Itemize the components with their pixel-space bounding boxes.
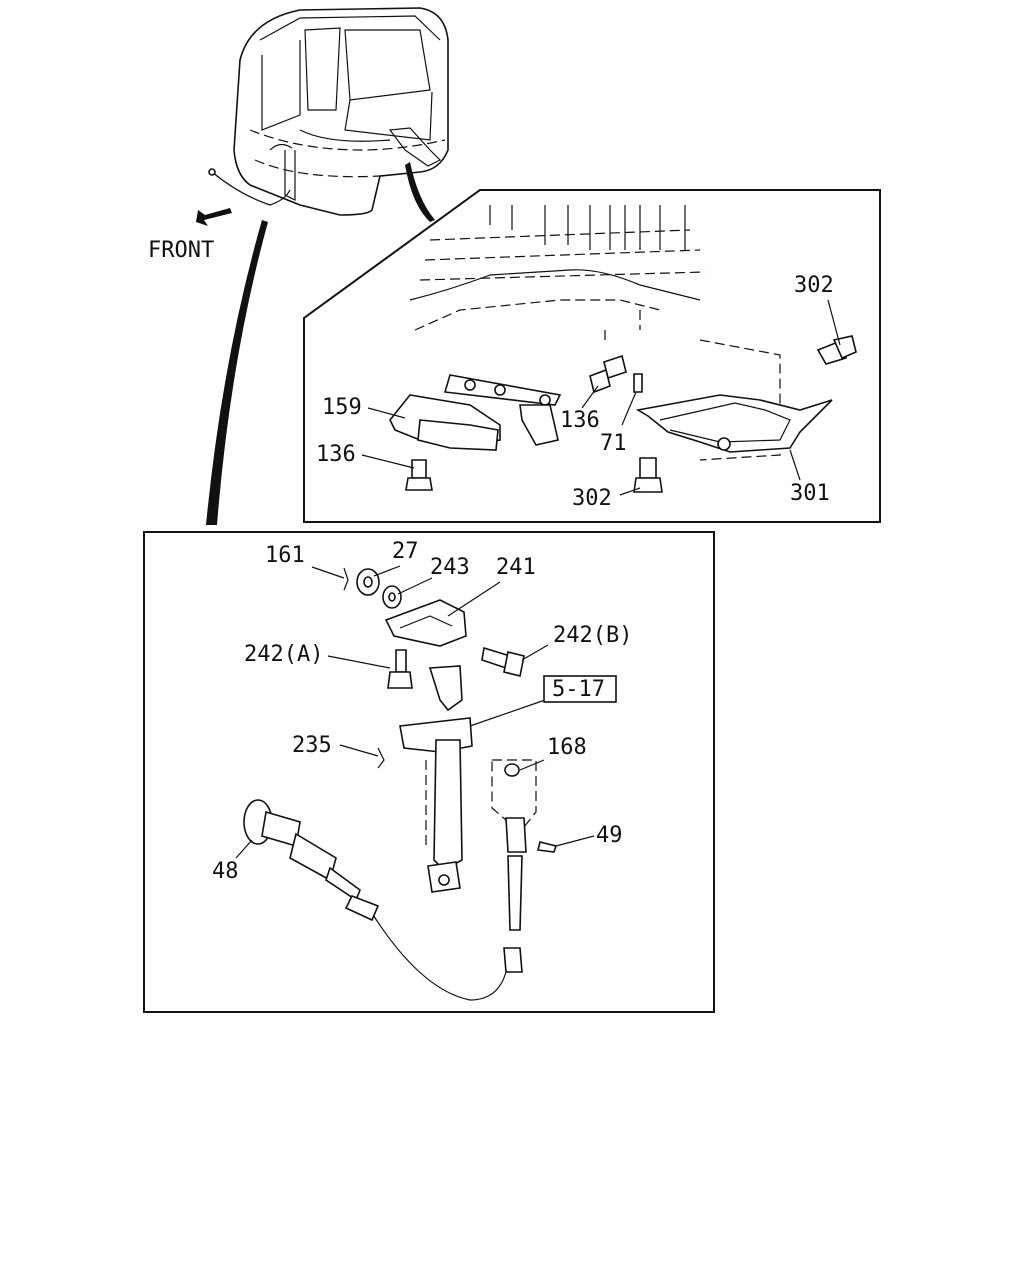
callout-242b: 242(B) [553,623,632,648]
lower-detail-panel [143,531,715,1013]
reference-box-label: 5-17 [552,677,605,702]
reference-box [543,675,617,703]
callout-159: 159 [322,395,362,420]
callout-136-right: 136 [560,408,600,433]
front-arrow-icon [196,208,232,226]
callout-48: 48 [212,859,239,884]
curved-arrow-lower-icon [206,220,268,525]
callout-136-left: 136 [316,442,356,467]
front-label: FRONT [148,238,214,263]
callout-241: 241 [496,555,536,580]
callout-301: 301 [790,481,830,506]
callout-71: 71 [600,431,627,456]
cab-overview-illustration [196,7,449,525]
callout-302-bottom: 302 [572,486,612,511]
callout-161: 161 [265,543,305,568]
curved-arrow-upper-icon [405,162,435,222]
callout-235: 235 [292,733,332,758]
callout-302-top: 302 [794,273,834,298]
callout-49: 49 [596,823,623,848]
callout-243: 243 [430,555,470,580]
callout-242a: 242(A) [244,642,323,667]
upper-detail-panel [303,189,881,523]
callout-27: 27 [392,539,419,564]
callout-168: 168 [547,735,587,760]
